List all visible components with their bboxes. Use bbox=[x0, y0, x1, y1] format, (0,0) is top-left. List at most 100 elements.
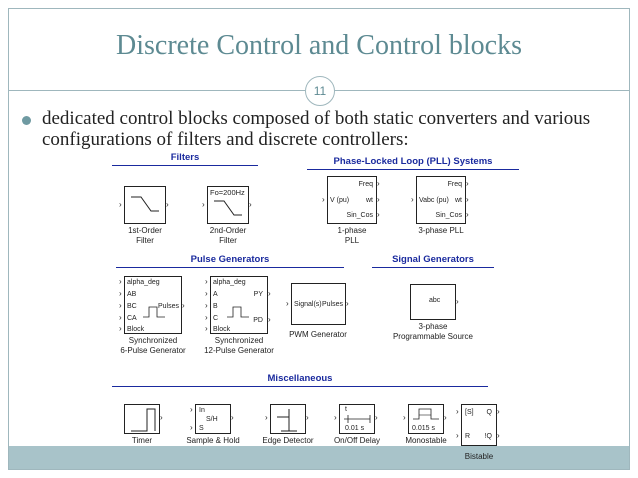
port-arrow-in: › bbox=[205, 289, 208, 298]
pll1-in-v: V (pu) bbox=[330, 197, 350, 204]
edge-icon bbox=[277, 409, 297, 432]
port-arrow-in: › bbox=[202, 200, 205, 209]
port-arrow-in: › bbox=[205, 313, 208, 322]
pulse-train-icon bbox=[143, 306, 165, 318]
bistable-q: Q bbox=[486, 409, 492, 416]
port-arrow-out: › bbox=[466, 210, 469, 219]
pulse12-port-block: Block bbox=[213, 326, 231, 333]
pulse-6-generator-block[interactable]: alpha_deg AB BC CA Block Pulses bbox=[124, 276, 182, 334]
port-arrow-in: › bbox=[205, 277, 208, 286]
slide-footer-bar bbox=[9, 446, 629, 469]
pulse6-port-alpha: alpha_deg bbox=[127, 279, 160, 286]
pulse12-out-py: PY bbox=[253, 291, 263, 298]
pulse12-port-b: B bbox=[213, 303, 218, 310]
page-number: 11 bbox=[305, 76, 335, 106]
pll3-in-vabc: Vabc (pu) bbox=[419, 197, 449, 204]
programmable-source-block[interactable]: abc bbox=[410, 284, 456, 320]
pll1-out-sincos: Sin_Cos bbox=[346, 212, 373, 219]
section-pulse-generators: Pulse Generators bbox=[116, 254, 344, 268]
pll3-out-wt: wt bbox=[455, 197, 462, 204]
port-arrow-out: › bbox=[249, 200, 252, 209]
sh-label: S/H bbox=[206, 416, 218, 423]
port-arrow-out: › bbox=[466, 195, 469, 204]
port-arrow-in: › bbox=[119, 289, 122, 298]
port-arrow-in: › bbox=[403, 413, 406, 422]
pulse6-caption-1: Synchronized bbox=[128, 336, 178, 345]
mono-delay: 0.015 s bbox=[412, 425, 435, 432]
pulse-icon bbox=[413, 408, 439, 420]
title-divider-left bbox=[9, 90, 305, 91]
second-order-caption-2: Filter bbox=[219, 236, 237, 245]
port-arrow-out: › bbox=[377, 210, 380, 219]
sh-in: In bbox=[199, 407, 205, 414]
sample-hold-block[interactable]: In S/H S bbox=[195, 404, 231, 434]
port-arrow-out: › bbox=[375, 413, 378, 422]
pulse-12-generator-block[interactable]: alpha_deg A B C Block PY PD bbox=[210, 276, 268, 334]
port-arrow-out: › bbox=[377, 179, 380, 188]
bullet-icon bbox=[22, 116, 31, 125]
timer-block[interactable] bbox=[124, 404, 160, 434]
bullet-text: dedicated control blocks composed of bot… bbox=[42, 108, 591, 150]
prog-source-caption-2: Programmable Source bbox=[392, 332, 474, 341]
monostable-block[interactable]: 0.015 s bbox=[408, 404, 444, 434]
pulse12-port-c: C bbox=[213, 315, 219, 322]
port-arrow-out: › bbox=[306, 413, 309, 422]
pll3-out-sincos: Sin_Cos bbox=[435, 212, 462, 219]
pll-3phase-block[interactable]: Freq Vabc (pu) wt Sin_Cos bbox=[416, 176, 466, 224]
on-off-delay-block[interactable]: t 0.01 s bbox=[339, 404, 375, 434]
port-arrow-in: › bbox=[190, 423, 193, 432]
slide-frame bbox=[8, 8, 630, 470]
port-arrow-in: › bbox=[322, 195, 325, 204]
pulse12-out-pd: PD bbox=[253, 317, 263, 324]
first-order-caption-2: Filter bbox=[136, 236, 154, 245]
pll1-out-wt: wt bbox=[366, 197, 373, 204]
port-arrow-in: › bbox=[119, 277, 122, 286]
pulse12-caption-1: Synchronized bbox=[214, 336, 264, 345]
port-arrow-in: › bbox=[119, 301, 122, 310]
pll3-out-freq: Freq bbox=[447, 181, 462, 188]
sh-caption: Sample & Hold bbox=[186, 436, 240, 445]
pll1-caption-2: PLL bbox=[344, 236, 360, 245]
port-arrow-in: › bbox=[286, 299, 289, 308]
port-arrow-in: › bbox=[119, 313, 122, 322]
pwm-out-pulses: Pulses bbox=[321, 301, 343, 308]
edge-detector-block[interactable] bbox=[270, 404, 306, 434]
lowpass-icon bbox=[214, 200, 242, 216]
pulse-train-icon bbox=[227, 306, 249, 318]
port-arrow-in: › bbox=[205, 301, 208, 310]
pwm-generator-block[interactable]: Signal(s) Pulses bbox=[291, 283, 346, 325]
onoff-t: t bbox=[345, 406, 347, 413]
pulse6-port-bc: BC bbox=[127, 303, 137, 310]
port-arrow-in: › bbox=[265, 413, 268, 422]
first-order-filter-block[interactable] bbox=[124, 186, 166, 224]
bistable-s: [S] bbox=[465, 409, 474, 416]
pll-1phase-block[interactable]: Freq V (pu) wt Sin_Cos bbox=[327, 176, 377, 224]
port-arrow-in: › bbox=[205, 324, 208, 333]
port-arrow-out: › bbox=[166, 200, 169, 209]
section-pll: Phase-Locked Loop (PLL) Systems bbox=[307, 156, 519, 170]
bistable-block[interactable]: [S] Q R !Q bbox=[461, 404, 497, 446]
pulse6-out-pulses: Pulses bbox=[157, 303, 179, 310]
section-filters: Filters bbox=[112, 152, 258, 166]
pwm-in-signal: Signal(s) bbox=[294, 301, 322, 308]
bistable-nq: !Q bbox=[484, 433, 492, 440]
port-arrow-out: › bbox=[497, 431, 500, 440]
section-signal-generators: Signal Generators bbox=[372, 254, 494, 268]
port-arrow-out: › bbox=[346, 299, 349, 308]
second-order-filter-block[interactable]: Fo=200Hz bbox=[207, 186, 249, 224]
first-order-caption-1: 1st-Order bbox=[128, 226, 162, 235]
title-divider-right bbox=[333, 90, 629, 91]
pulse6-caption-2: 6-Pulse Generator bbox=[120, 346, 186, 355]
pwm-caption: PWM Generator bbox=[289, 330, 347, 339]
port-arrow-out: › bbox=[182, 301, 185, 310]
bistable-r: R bbox=[465, 433, 471, 440]
onoff-delay: 0.01 s bbox=[345, 425, 365, 432]
pulse6-port-ab: AB bbox=[127, 291, 137, 298]
second-order-caption-1: 2nd-Order bbox=[209, 226, 247, 235]
timer-caption: Timer bbox=[131, 436, 153, 445]
port-arrow-in: › bbox=[456, 407, 459, 416]
pulse12-port-alpha: alpha_deg bbox=[213, 279, 246, 286]
pulse6-port-block: Block bbox=[127, 326, 145, 333]
slide-title: Discrete Control and Control blocks bbox=[116, 30, 522, 61]
port-arrow-in: › bbox=[456, 431, 459, 440]
